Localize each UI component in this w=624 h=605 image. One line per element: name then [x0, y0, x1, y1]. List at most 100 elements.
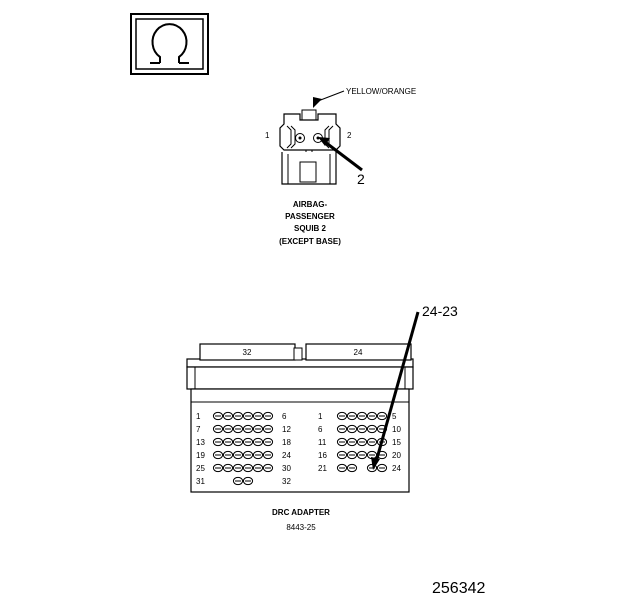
left-row-start: 31 — [196, 477, 205, 486]
pin-socket — [346, 411, 358, 421]
left-block-label: 32 — [243, 348, 252, 357]
pin-socket — [336, 437, 348, 447]
pin-sockets — [212, 411, 388, 486]
pin-socket — [366, 411, 378, 421]
pin-socket — [252, 411, 264, 421]
pin-socket — [242, 476, 254, 486]
squib-terminal-1 — [286, 125, 305, 149]
pin-socket — [356, 437, 368, 447]
pin-socket — [356, 411, 368, 421]
pin-socket — [242, 450, 254, 460]
squib-pin-1-label: 1 — [265, 131, 270, 140]
pin-socket — [232, 450, 244, 460]
pin-socket — [222, 463, 234, 473]
callout-arrow-2 — [318, 137, 363, 172]
figure-number: 256342 — [432, 580, 485, 597]
pin-socket — [262, 450, 274, 460]
pin-socket — [252, 450, 264, 460]
pin-socket — [262, 411, 274, 421]
drc-adapter-part-number: 8443-25 — [286, 523, 316, 532]
left-row-end: 18 — [282, 438, 291, 447]
pin-socket — [212, 424, 224, 434]
pin-socket — [212, 463, 224, 473]
drc-adapter — [186, 343, 414, 493]
squib-caption: AIRBAG- PASSENGER SQUIB 2 (EXCEPT BASE) — [279, 200, 341, 246]
pin-socket — [262, 424, 274, 434]
left-row-start: 19 — [196, 451, 205, 460]
left-pin-numbers: 1 6 7 12 13 18 19 24 25 30 31 32 — [196, 412, 291, 486]
callout-24-23: 24-23 — [422, 303, 458, 319]
right-row-end: 5 — [392, 412, 397, 421]
pin-socket — [232, 463, 244, 473]
squib-pin-2-label: 2 — [347, 131, 352, 140]
callout-arrow-24-23 — [371, 311, 420, 470]
pin-socket — [242, 437, 254, 447]
pin-socket — [212, 450, 224, 460]
right-row-end: 15 — [392, 438, 401, 447]
right-row-start: 1 — [318, 412, 323, 421]
drc-adapter-caption: DRC ADAPTER — [272, 508, 330, 517]
pin-socket — [336, 424, 348, 434]
squib-caption-line: AIRBAG- — [293, 200, 328, 209]
wire-color-leader — [313, 90, 345, 108]
pin-socket — [222, 424, 234, 434]
squib-caption-line: PASSENGER — [285, 212, 335, 221]
right-row-start: 21 — [318, 464, 327, 473]
pin-socket — [366, 424, 378, 434]
pin-socket — [346, 463, 358, 473]
left-row-start: 1 — [196, 412, 201, 421]
pin-socket — [252, 463, 264, 473]
pin-socket — [232, 411, 244, 421]
pin-socket — [346, 450, 358, 460]
wire-color-label: YELLOW/ORANGE — [346, 87, 416, 96]
pin-socket — [366, 437, 378, 447]
pin-socket — [222, 411, 234, 421]
pin-socket — [252, 424, 264, 434]
pin-socket — [232, 424, 244, 434]
left-row-start: 13 — [196, 438, 205, 447]
pin-socket — [376, 411, 388, 421]
left-row-end: 24 — [282, 451, 291, 460]
pin-socket — [222, 450, 234, 460]
right-row-end: 10 — [392, 425, 401, 434]
ohm-icon — [130, 13, 209, 75]
pin-socket — [212, 437, 224, 447]
pin-socket — [242, 424, 254, 434]
left-row-end: 6 — [282, 412, 287, 421]
pin-socket — [336, 463, 348, 473]
pin-socket — [242, 411, 254, 421]
pin-socket — [232, 476, 244, 486]
squib-caption-line: (EXCEPT BASE) — [279, 237, 341, 246]
pin-socket — [346, 437, 358, 447]
right-row-end: 20 — [392, 451, 401, 460]
squib-caption-line: SQUIB 2 — [294, 224, 327, 233]
pin-socket — [222, 437, 234, 447]
pin-socket — [336, 411, 348, 421]
right-row-start: 11 — [318, 438, 327, 447]
right-row-start: 6 — [318, 425, 323, 434]
pin-socket — [242, 463, 254, 473]
left-row-end: 30 — [282, 464, 291, 473]
pin-socket — [336, 450, 348, 460]
pin-socket — [252, 437, 264, 447]
callout-2: 2 — [357, 171, 365, 187]
pin-socket — [262, 437, 274, 447]
pin-socket — [376, 463, 388, 473]
squib-terminal-2 — [313, 125, 334, 149]
left-row-start: 7 — [196, 425, 201, 434]
right-pin-numbers: 1 5 6 10 11 15 16 20 21 24 — [318, 412, 401, 473]
left-row-start: 25 — [196, 464, 205, 473]
pin-socket — [232, 437, 244, 447]
right-block-label: 24 — [354, 348, 363, 357]
pin-socket — [346, 424, 358, 434]
left-row-end: 32 — [282, 477, 291, 486]
left-row-end: 12 — [282, 425, 291, 434]
pin-socket — [356, 450, 368, 460]
pin-socket — [212, 411, 224, 421]
pin-socket — [356, 424, 368, 434]
right-row-end: 24 — [392, 464, 401, 473]
right-row-start: 16 — [318, 451, 327, 460]
pin-socket — [262, 463, 274, 473]
